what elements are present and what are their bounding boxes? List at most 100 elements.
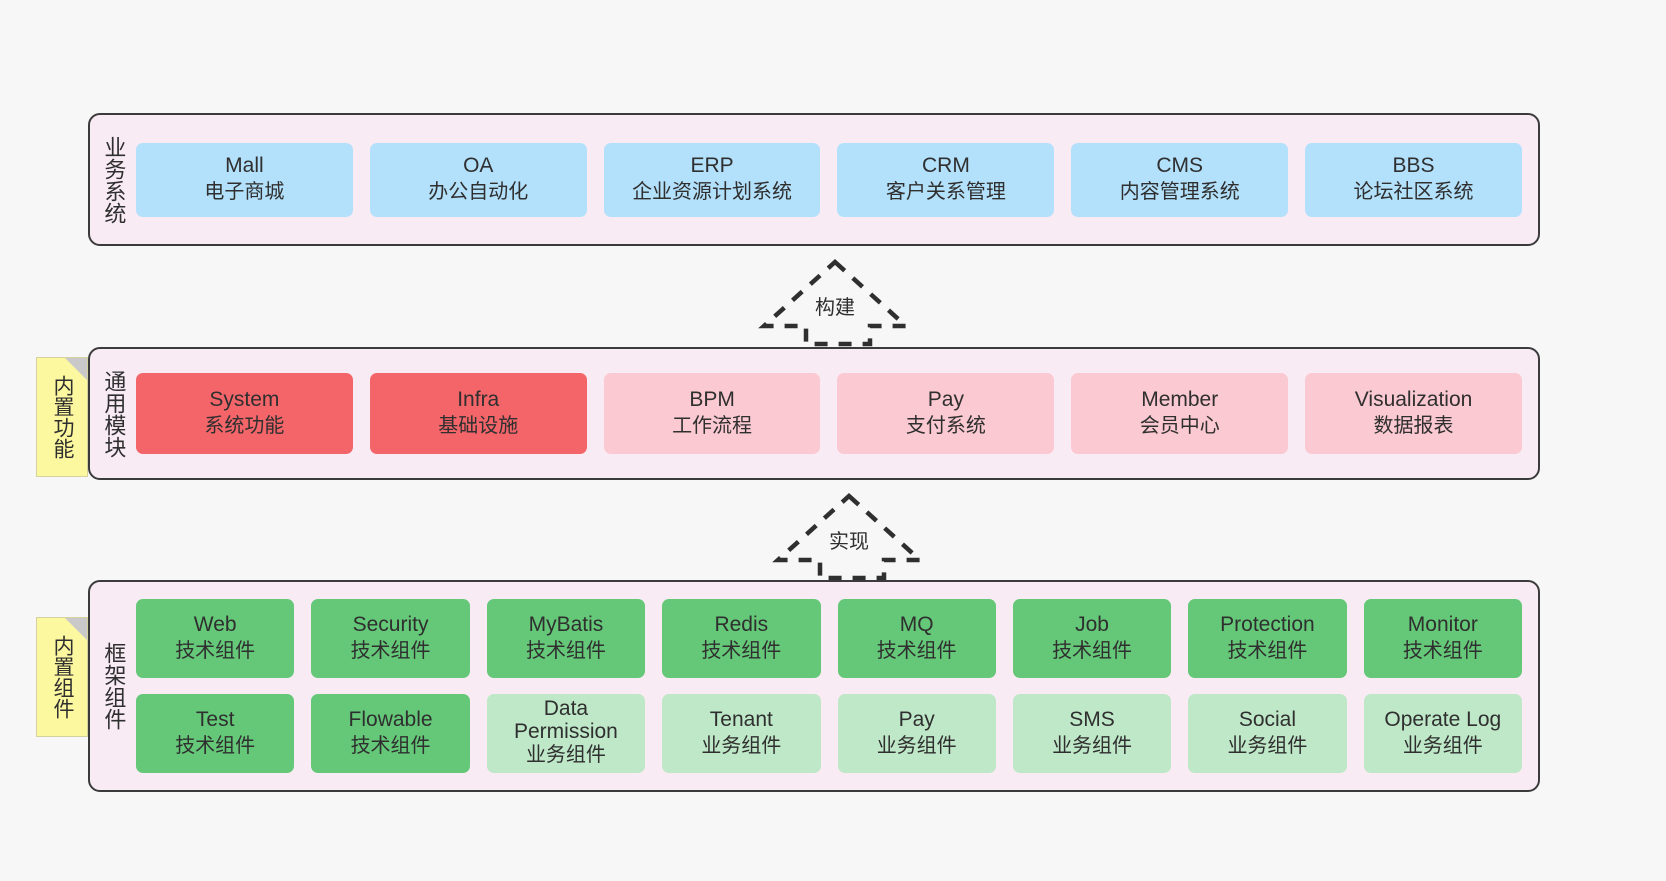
card-monitor[interactable]: Monitor 技术组件 [1363,599,1522,678]
card-title: CRM [921,154,970,178]
card-title: System [209,388,280,412]
card-subtitle: 业务组件 [876,735,957,758]
card-title: Monitor [1407,613,1478,637]
card-subtitle: 技术组件 [175,735,256,758]
card-subtitle: 数据报表 [1373,415,1454,438]
card-title: Data Permission [514,697,618,743]
card-subtitle: 技术组件 [876,640,957,663]
card-mybatis[interactable]: MyBatis 技术组件 [486,599,646,678]
card-title: ERP [690,154,734,178]
card-title: Test [195,708,235,732]
card-cms[interactable]: CMS 内容管理系统 [1071,142,1289,217]
card-title: Job [1075,613,1109,637]
card-title: Social [1238,708,1297,732]
layer-framework-components: 框架组件 Web 技术组件 Security 技术组件 MyBatis 技术组件… [88,580,1540,792]
card-title: Tenant [709,708,773,732]
card-title: MyBatis [528,613,604,637]
card-title: Protection [1220,613,1315,637]
card-subtitle: 企业资源计划系统 [632,181,793,204]
card-infra[interactable]: Infra 基础设施 [369,373,587,454]
card-protection[interactable]: Protection 技术组件 [1188,599,1347,678]
card-subtitle: 技术组件 [175,640,256,663]
card-visualization[interactable]: Visualization 数据报表 [1305,373,1522,454]
layer-body-framework-components: Web 技术组件 Security 技术组件 MyBatis 技术组件 Redi… [136,582,1538,790]
card-pay-module[interactable]: Pay 支付系统 [837,373,1055,454]
card-social[interactable]: Social 业务组件 [1188,694,1347,773]
note-fold-corner [65,618,87,640]
card-subtitle: 系统功能 [204,415,285,438]
layer-title-framework-components: 框架组件 [101,642,127,730]
card-subtitle: 技术组件 [525,640,606,663]
card-subtitle: 业务组件 [1402,735,1483,758]
card-crm[interactable]: CRM 客户关系管理 [837,142,1055,217]
card-title: Mall [225,154,264,178]
card-bbs[interactable]: BBS 论坛社区系统 [1305,142,1522,217]
card-oa[interactable]: OA 办公自动化 [369,142,587,217]
arrow-implement: 实现 [772,492,926,581]
card-erp[interactable]: ERP 企业资源计划系统 [603,142,821,217]
arrow-label: 实现 [826,525,872,554]
layer-title-common-modules: 通用模块 [101,369,127,458]
card-pay-component[interactable]: Pay 业务组件 [837,694,996,773]
card-operate-log[interactable]: Operate Log 业务组件 [1363,694,1522,773]
card-member[interactable]: Member 会员中心 [1071,373,1289,454]
card-subtitle: 客户关系管理 [885,181,1006,204]
note-label: 内置功能 [50,375,74,459]
card-mall[interactable]: Mall 电子商城 [136,142,353,217]
card-subtitle: 技术组件 [1227,640,1308,663]
card-title: Flowable [348,708,433,732]
card-system[interactable]: System 系统功能 [136,373,353,454]
layer-business-systems: 业务系统 Mall 电子商城 OA 办公自动化 ERP 企业资源计划系统 CRM… [88,113,1540,246]
card-row: Web 技术组件 Security 技术组件 MyBatis 技术组件 Redi… [136,599,1522,678]
layer-body-common-modules: System 系统功能 Infra 基础设施 BPM 工作流程 Pay 支付系统… [136,349,1538,478]
card-title: BPM [689,388,735,412]
arrow-shape [758,258,912,347]
card-subtitle: 技术组件 [701,640,782,663]
card-title: BBS [1392,154,1435,178]
card-subtitle: 业务组件 [701,735,782,758]
card-flowable[interactable]: Flowable 技术组件 [311,694,470,773]
arrow-build: 构建 [758,258,912,347]
card-subtitle: 论坛社区系统 [1353,181,1474,204]
card-sms[interactable]: SMS 业务组件 [1012,694,1172,773]
card-web[interactable]: Web 技术组件 [136,599,295,678]
card-title: CMS [1156,154,1204,178]
note-label: 内置组件 [50,635,74,719]
card-title: MQ [899,613,934,637]
card-subtitle: 业务组件 [1052,735,1133,758]
card-subtitle: 技术组件 [1052,640,1133,663]
card-title: OA [463,154,494,178]
card-row: Test 技术组件 Flowable 技术组件 Data Permission … [136,694,1522,773]
card-title: Redis [714,613,769,637]
card-title: Visualization [1354,388,1473,412]
card-subtitle: 业务组件 [1227,735,1308,758]
card-title: Infra [457,388,500,412]
card-title: Security [352,613,429,637]
card-security[interactable]: Security 技术组件 [311,599,470,678]
card-bpm[interactable]: BPM 工作流程 [603,373,821,454]
card-subtitle: 支付系统 [905,415,986,438]
card-row: Mall 电子商城 OA 办公自动化 ERP 企业资源计划系统 CRM 客户关系… [136,142,1522,217]
note-builtin-features: 内置功能 [36,357,88,477]
arrow-label: 构建 [812,291,858,320]
card-subtitle: 技术组件 [350,640,431,663]
card-title: Web [193,613,237,637]
card-subtitle: 业务组件 [525,744,606,767]
card-title: SMS [1069,708,1115,732]
card-subtitle: 基础设施 [438,415,519,438]
card-subtitle: 内容管理系统 [1119,181,1240,204]
card-title: Member [1141,388,1219,412]
card-data-permission[interactable]: Data Permission 业务组件 [486,694,646,773]
card-subtitle: 技术组件 [350,735,431,758]
card-subtitle: 技术组件 [1402,640,1483,663]
card-subtitle: 办公自动化 [428,181,529,204]
card-mq[interactable]: MQ 技术组件 [837,599,996,678]
card-test[interactable]: Test 技术组件 [136,694,295,773]
arrow-shape [772,492,926,581]
card-subtitle: 电子商城 [204,181,285,204]
card-tenant[interactable]: Tenant 业务组件 [662,694,821,773]
card-title: Operate Log [1384,708,1502,732]
card-redis[interactable]: Redis 技术组件 [662,599,821,678]
card-job[interactable]: Job 技术组件 [1012,599,1172,678]
